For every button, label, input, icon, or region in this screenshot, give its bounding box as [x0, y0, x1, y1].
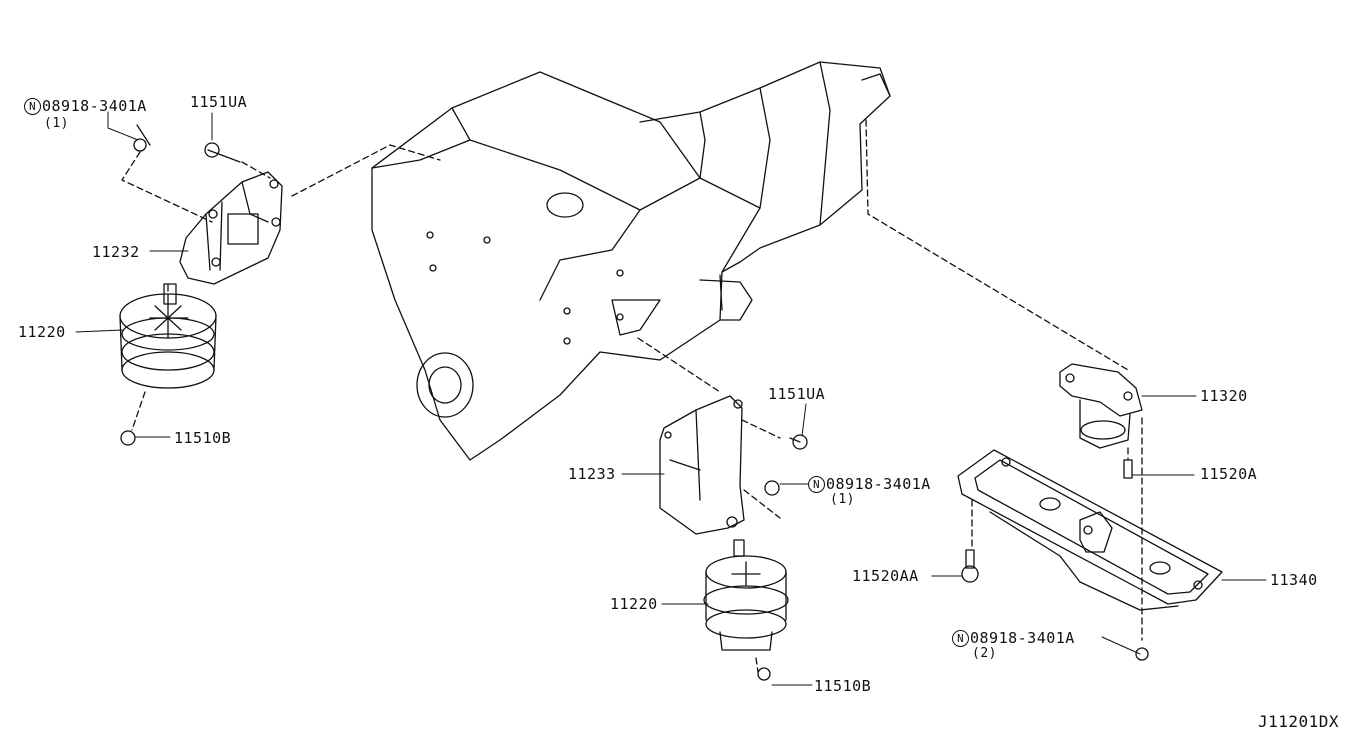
member-label: 11340 [1270, 571, 1318, 589]
n-circle-icon: N [952, 630, 969, 647]
nut-bottom-label-mid: 11510B [814, 677, 872, 695]
n-circle-icon: N [808, 476, 825, 493]
diagram-code: J11201DX [1258, 712, 1340, 731]
nut-qty-left: (1) [44, 116, 69, 131]
bolt-rear-label: 11520A [1200, 465, 1258, 483]
bracket-label-left: 11232 [92, 243, 140, 261]
part-number: 08918-3401A [42, 97, 147, 115]
rear-insulator-label: 11320 [1200, 387, 1248, 405]
part-number: 08918-3401A [826, 475, 931, 493]
nut-qty-mid: (1) [830, 492, 855, 507]
right-guide-lines [865, 119, 1143, 641]
right-mount-group [957, 363, 1223, 661]
center-mount-group [659, 395, 808, 681]
left-guide-lines [121, 144, 441, 431]
bolt-label-mid: 1151UA [768, 385, 826, 403]
leader-lines [75, 111, 1267, 686]
n-circle-icon: N [24, 98, 41, 115]
nut-bottom-label-left: 11510B [174, 429, 232, 447]
center-guide-lines [637, 337, 781, 673]
nut-qty-rear: (2) [972, 646, 997, 661]
part-number: 08918-3401A [970, 629, 1075, 647]
bracket-label-right: 11233 [568, 465, 616, 483]
insulator-label-left: 11220 [18, 323, 66, 341]
bolt-label-left: 1151UA [190, 93, 248, 111]
engine-transmission-assembly [371, 61, 891, 461]
insulator-label-mid: 11220 [610, 595, 658, 613]
left-mount-group [119, 124, 283, 446]
bolt-member-label: 11520AA [852, 567, 919, 585]
